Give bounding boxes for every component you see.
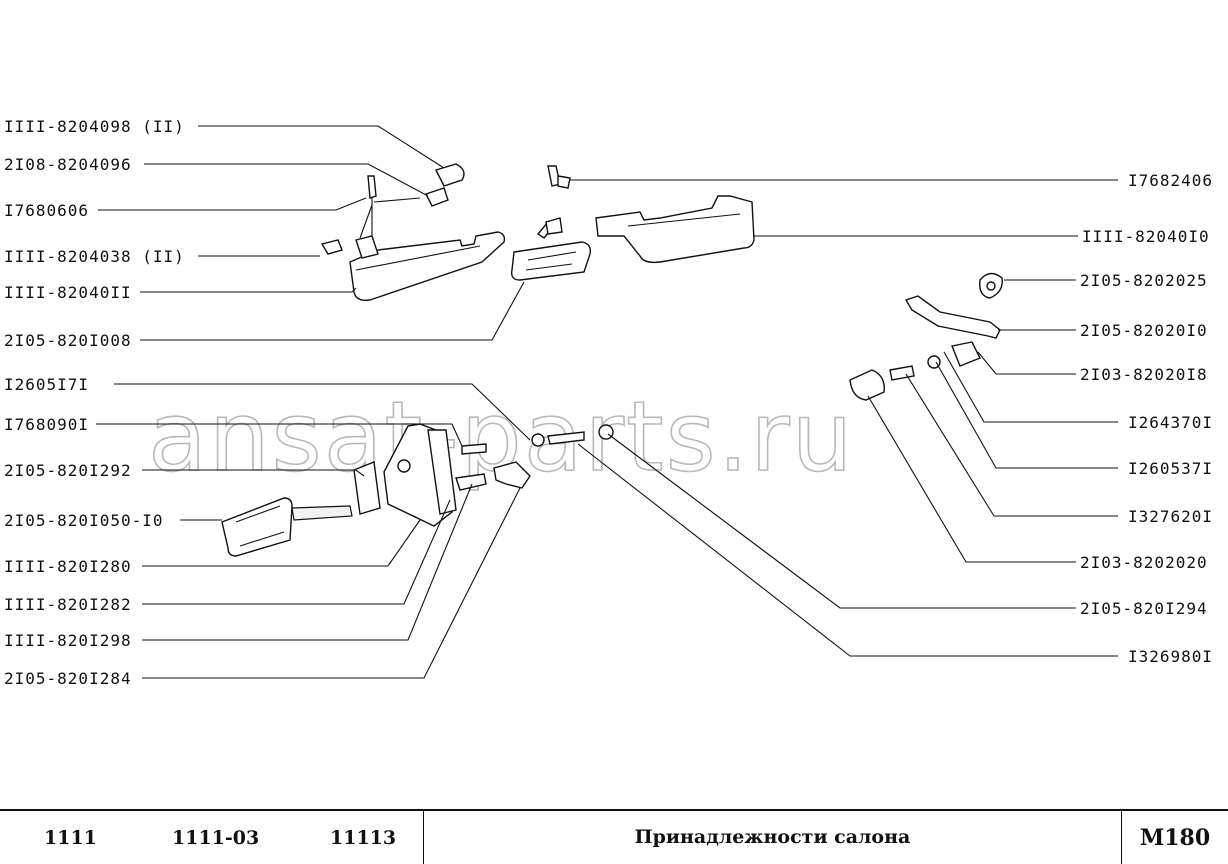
label-left-5: 2I05-820I008 [4,331,132,350]
label-right-8: 2I03-8202020 [1080,553,1208,572]
label-left-6: I2605I7I [4,375,89,394]
label-left-0: IIII-8204098 (II) [4,117,185,136]
clip-small [320,239,343,255]
label-left-11: IIII-820I282 [4,595,132,614]
footer-page-code: M180 [1139,824,1211,851]
label-right-2: 2I05-8202025 [1080,271,1208,290]
label-right-5: I264370I [1128,413,1213,432]
label-left-12: IIII-820I298 [4,631,132,650]
model-1111: 1111 [44,826,97,849]
leaders-right [570,179,1118,657]
label-left-2: I7680606 [4,201,89,220]
model-1111-03: 1111-03 [172,826,260,849]
sun-visor-left [349,231,506,302]
label-right-0: I7682406 [1128,171,1213,190]
handle-bracket [849,272,1003,401]
bracket-top [425,163,465,207]
label-right-1: IIII-82040I0 [1082,227,1210,246]
label-right-10: I326980I [1128,647,1213,666]
footer-title: Принадлежности салона [424,811,1122,864]
label-right-6: I260537I [1128,459,1213,478]
label-right-7: I327620I [1128,507,1213,526]
leaders-left [96,125,531,679]
label-left-8: 2I05-820I292 [4,461,132,480]
label-left-7: I768090I [4,415,89,434]
label-right-4: 2I03-82020I8 [1080,365,1208,384]
labels-right: I7682406 IIII-82040I0 2I05-8202025 2I05-… [1080,171,1213,666]
screw-top-left [355,175,421,259]
label-left-1: 2I08-8204096 [4,155,132,174]
label-right-3: 2I05-82020I0 [1080,321,1208,340]
labels-left: IIII-8204098 (II) 2I08-8204096 I7680606 … [4,117,185,688]
label-left-10: IIII-820I280 [4,557,132,576]
label-left-4: IIII-82040II [4,283,132,302]
footer-models: 1111 1111-03 11113 [0,811,424,864]
dome-lamp-assembly [221,423,614,557]
rear-view-mirror [510,165,592,281]
footer-bar: 1111 1111-03 11113 Принадлежности салона… [0,809,1228,864]
label-left-3: IIII-8204038 (II) [4,247,185,266]
label-right-9: 2I05-820I294 [1080,599,1208,618]
label-left-9: 2I05-820I050-I0 [4,511,164,530]
label-left-13: 2I05-820I284 [4,669,132,688]
sun-visor-right [595,195,755,264]
model-11113: 11113 [330,826,397,849]
